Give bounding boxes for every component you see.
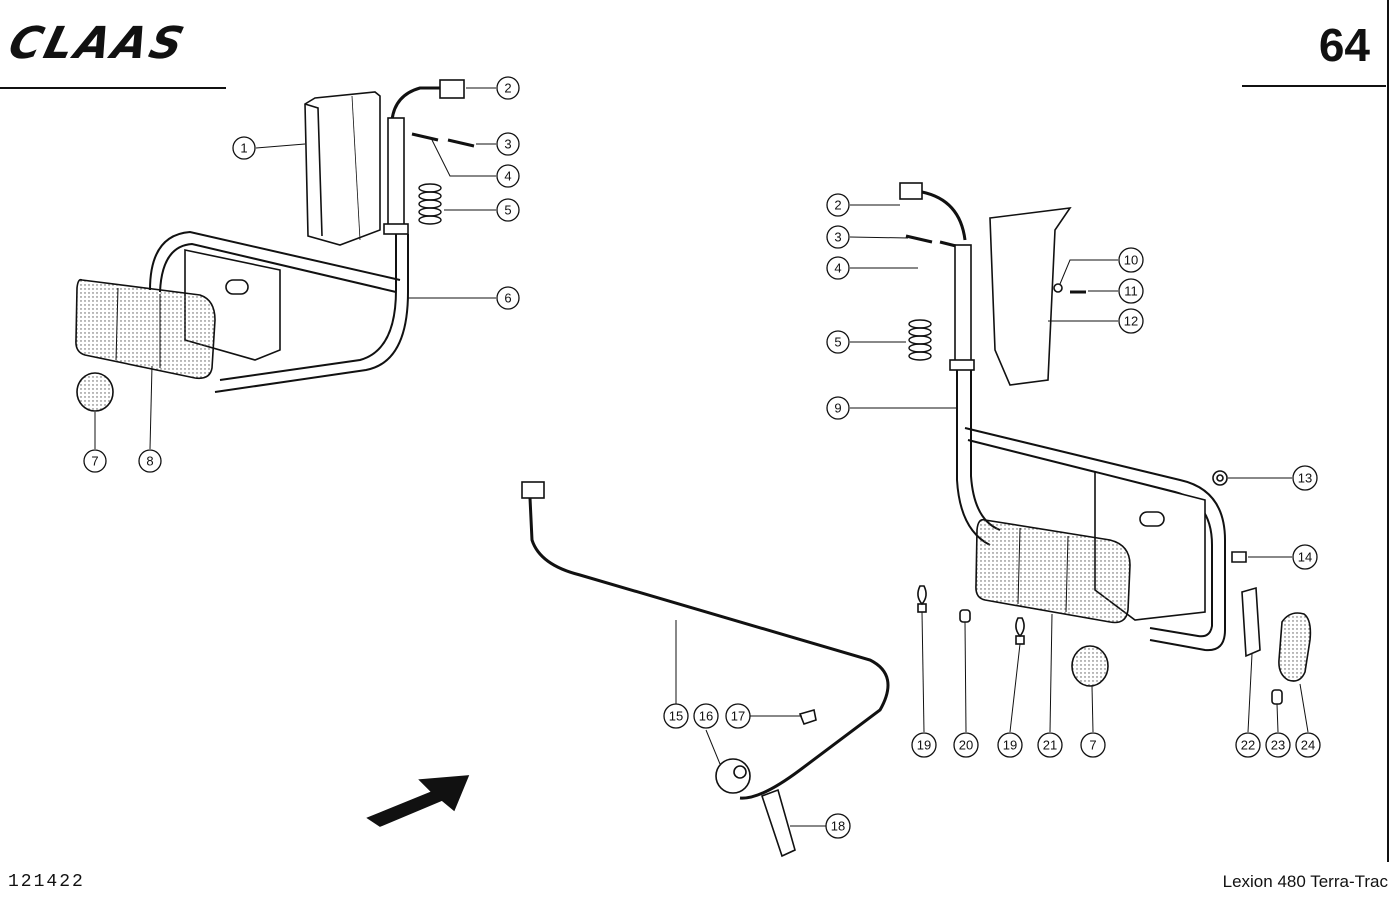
svg-text:7: 7 xyxy=(1089,738,1096,753)
callout-5: 5 xyxy=(496,198,520,222)
svg-text:8: 8 xyxy=(146,454,153,469)
callouts: 1 2 3 4 5 6 7 8 2 3 4 5 9 10 11 12 13 14… xyxy=(83,76,1321,839)
callout-19b: 19 xyxy=(997,732,1023,758)
callout-3: 3 xyxy=(826,225,850,249)
svg-text:10: 10 xyxy=(1124,253,1138,268)
svg-text:22: 22 xyxy=(1241,738,1255,753)
wiring-harness xyxy=(366,481,890,858)
callout-7b: 7 xyxy=(1080,732,1106,758)
svg-text:11: 11 xyxy=(1124,284,1138,299)
callout-9: 9 xyxy=(826,396,850,420)
callout-4: 4 xyxy=(496,164,520,188)
callout-23: 23 xyxy=(1265,732,1291,758)
svg-text:14: 14 xyxy=(1298,550,1312,565)
callout-15: 15 xyxy=(663,703,689,729)
callout-7: 7 xyxy=(83,449,107,473)
svg-text:12: 12 xyxy=(1124,314,1138,329)
callout-2: 2 xyxy=(496,76,520,100)
svg-text:2: 2 xyxy=(834,198,841,213)
callout-1: 1 xyxy=(232,136,256,160)
callout-13: 13 xyxy=(1292,465,1318,491)
svg-text:1: 1 xyxy=(240,141,247,156)
callout-18: 18 xyxy=(825,813,851,839)
svg-text:20: 20 xyxy=(959,738,973,753)
svg-text:7: 7 xyxy=(91,454,98,469)
callout-10: 10 xyxy=(1118,247,1144,273)
callout-5: 5 xyxy=(826,330,850,354)
page-number: 64 xyxy=(1318,19,1370,71)
svg-text:24: 24 xyxy=(1301,738,1315,753)
callout-6: 6 xyxy=(496,286,520,310)
callout-20: 20 xyxy=(953,732,979,758)
svg-text:5: 5 xyxy=(504,203,511,218)
callout-19: 19 xyxy=(911,732,937,758)
svg-text:3: 3 xyxy=(834,230,841,245)
svg-text:5: 5 xyxy=(834,335,841,350)
svg-text:4: 4 xyxy=(834,261,841,276)
callout-4: 4 xyxy=(826,256,850,280)
svg-text:21: 21 xyxy=(1043,738,1057,753)
svg-text:2: 2 xyxy=(504,81,511,96)
drawing-number: 121422 xyxy=(8,872,85,892)
svg-text:15: 15 xyxy=(669,709,683,724)
svg-text:13: 13 xyxy=(1298,471,1312,486)
callout-12: 12 xyxy=(1118,308,1144,334)
svg-text:3: 3 xyxy=(504,137,511,152)
svg-text:9: 9 xyxy=(834,401,841,416)
callout-2: 2 xyxy=(826,193,850,217)
callout-14: 14 xyxy=(1292,544,1318,570)
callout-21: 21 xyxy=(1037,732,1063,758)
svg-text:19: 19 xyxy=(1003,738,1017,753)
svg-text:23: 23 xyxy=(1271,738,1285,753)
leader-lines xyxy=(94,87,1309,827)
direction-arrow xyxy=(366,775,470,827)
callout-22: 22 xyxy=(1235,732,1261,758)
callout-11: 11 xyxy=(1118,278,1144,304)
frame-lines xyxy=(0,0,1389,862)
model-name: Lexion 480 Terra-Trac xyxy=(1222,872,1388,891)
right-lamp-assembly xyxy=(899,182,1312,705)
callout-16: 16 xyxy=(693,703,719,729)
callout-24: 24 xyxy=(1295,732,1321,758)
svg-text:18: 18 xyxy=(831,819,845,834)
svg-text:6: 6 xyxy=(504,291,511,306)
callout-8: 8 xyxy=(138,449,162,473)
left-lamp-assembly xyxy=(75,79,475,412)
svg-text:19: 19 xyxy=(917,738,931,753)
svg-text:16: 16 xyxy=(699,709,713,724)
svg-text:17: 17 xyxy=(731,709,745,724)
svg-text:4: 4 xyxy=(504,169,511,184)
callout-3: 3 xyxy=(496,132,520,156)
callout-17: 17 xyxy=(725,703,751,729)
